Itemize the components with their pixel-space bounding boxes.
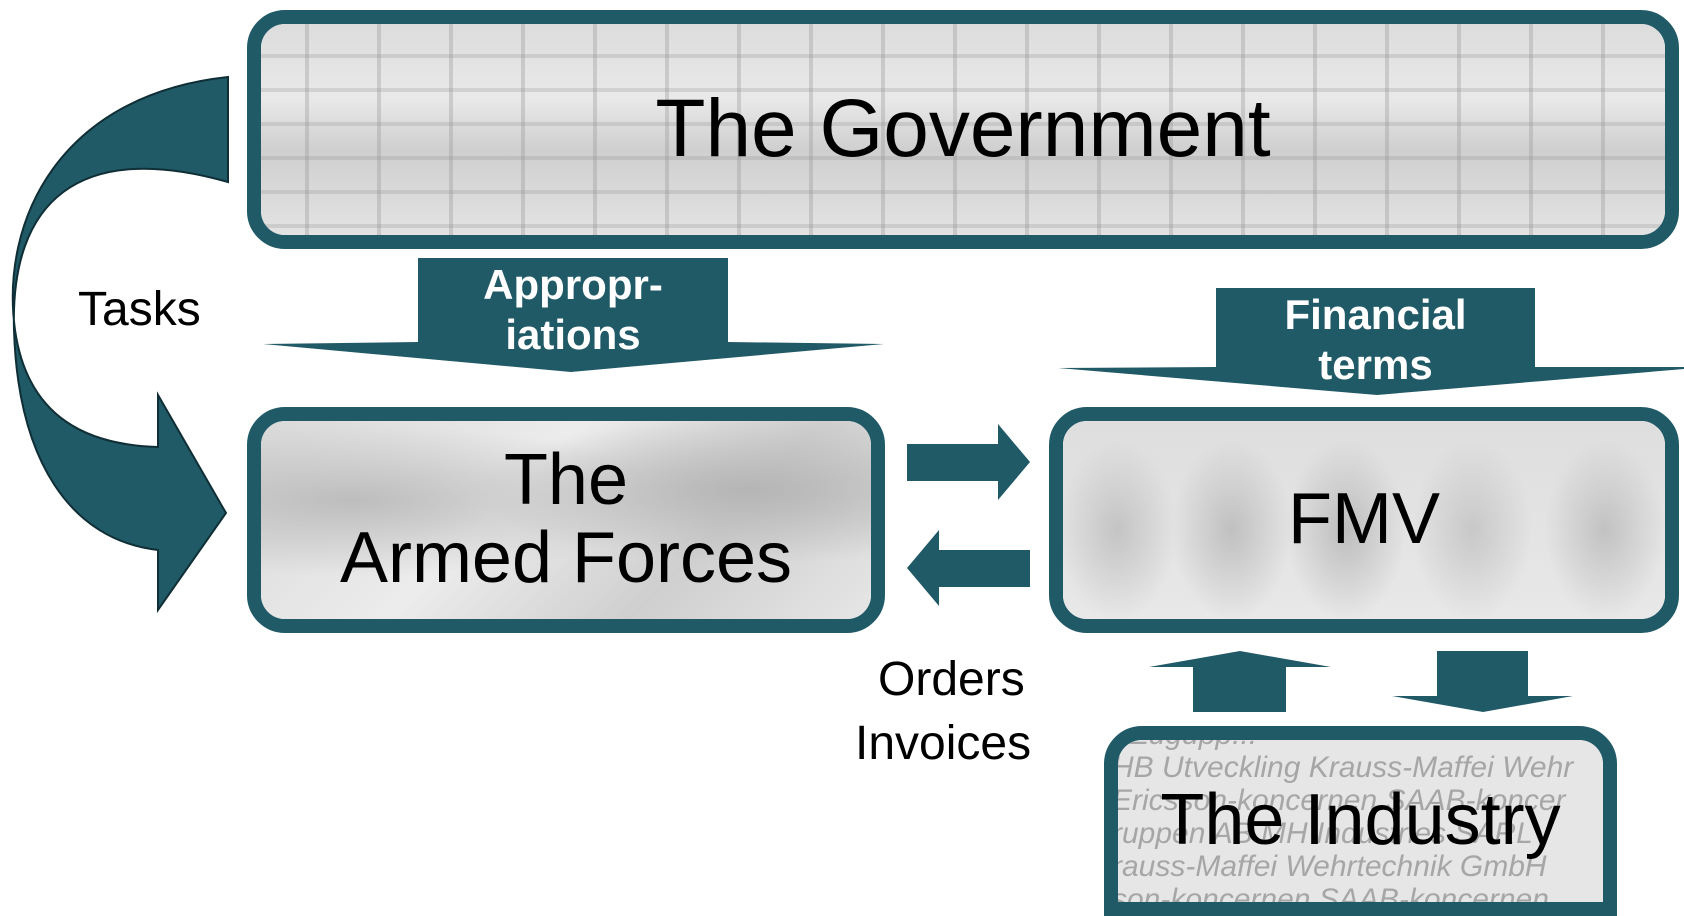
industry-up-arrow: [1149, 651, 1331, 712]
government-building-photo: [261, 24, 1665, 235]
industry-company-line: son-koncernen SAAB-koncernen: [1112, 883, 1549, 916]
armed-forces-box: The Armed Forces: [247, 407, 885, 633]
industry-company-line: ruppen AB MH Industries SARL: [1112, 817, 1533, 850]
industry-company-line: Ericsson-koncernen SAAB-koncer: [1112, 784, 1566, 817]
orders-label: Orders: [878, 653, 1025, 706]
armed-forces-label-line2: Armed Forces: [339, 518, 793, 598]
tasks-label: Tasks: [78, 283, 201, 336]
fmv-box: FMV: [1049, 407, 1679, 633]
tasks-curved-arrow: [11, 75, 229, 614]
fmv-label: FMV: [1288, 479, 1440, 560]
order-right-arrow: [907, 424, 1030, 500]
invoice-left-arrow: [907, 530, 1030, 606]
invoices-label: Invoices: [855, 717, 1032, 770]
industry-label: The Industry: [1160, 780, 1561, 861]
industry-company-line: r Zugupp...: [1112, 726, 1258, 751]
appropriations-label: Appropr- iations: [418, 260, 728, 360]
appropriations-label-line1: Appropr-: [483, 261, 663, 308]
armed-forces-label: The Armed Forces: [339, 440, 793, 598]
financial-terms-label-line1: Financial: [1284, 291, 1467, 338]
industry-background: [1118, 740, 1603, 902]
appropriations-label-line2: iations: [505, 311, 641, 358]
appropriations-arrow: [263, 258, 884, 372]
government-box: The Government: [247, 10, 1679, 249]
financial-terms-arrow: [1058, 288, 1684, 395]
fmv-down-arrow: [1392, 651, 1573, 712]
financial-terms-label: Financial terms: [1216, 290, 1535, 390]
financial-terms-label-line2: terms: [1318, 341, 1433, 388]
industry-company-names: r Zugupp... HB Utveckling Krauss-Maffei …: [1112, 740, 1574, 916]
industry-company-line: rauss-Maffei Wehrtechnik GmbH: [1112, 850, 1547, 883]
fmv-people-photo: [1063, 421, 1665, 619]
armed-forces-label-line1: The: [503, 440, 629, 521]
industry-box: r Zugupp... HB Utveckling Krauss-Maffei …: [1104, 726, 1617, 916]
armed-forces-photo: [261, 421, 871, 619]
government-label: The Government: [655, 83, 1271, 175]
industry-company-line: HB Utveckling Krauss-Maffei Wehr: [1112, 751, 1574, 784]
